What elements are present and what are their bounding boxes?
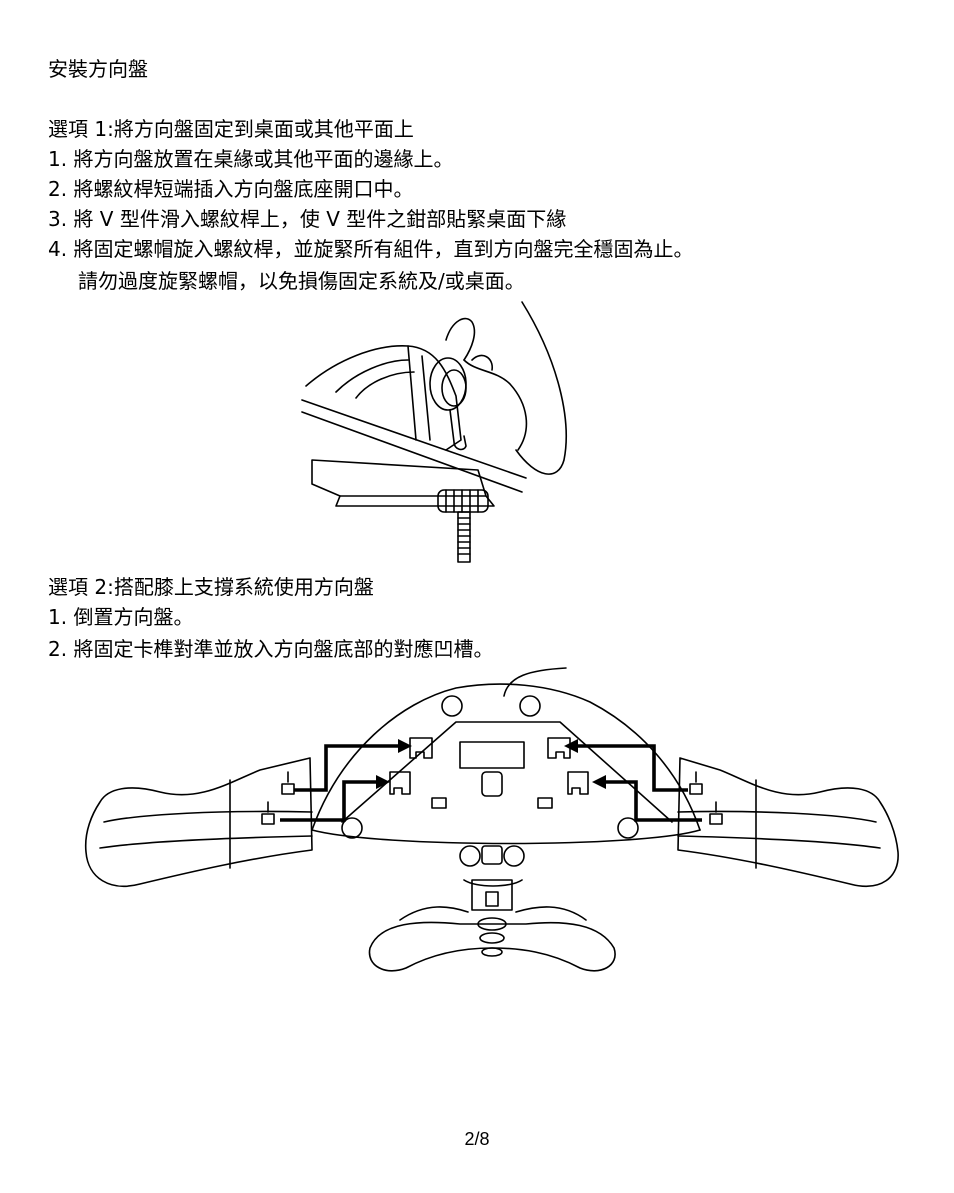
option2-step-1: 1. 倒置方向盤。 bbox=[48, 605, 194, 629]
option2-title: 選項 2:搭配膝上支撐系統使用方向盤 bbox=[48, 575, 374, 599]
option1-step-1: 1. 將方向盤放置在桌緣或其他平面的邊緣上。 bbox=[48, 147, 454, 171]
option1-step-2: 2. 將螺紋桿短端插入方向盤底座開口中。 bbox=[48, 177, 414, 201]
page-heading: 安裝方向盤 bbox=[48, 57, 148, 81]
page-number: 2/8 bbox=[464, 1129, 490, 1149]
option1-warning-note: 請勿過度旋緊螺帽，以免損傷固定系統及/或桌面。 bbox=[78, 269, 525, 293]
option1-step-4: 4. 將固定螺帽旋入螺紋桿，並旋緊所有組件，直到方向盤完全穩固為止。 bbox=[48, 237, 694, 261]
option1-step-3: 3. 將 V 型件滑入螺紋桿上，使 V 型件之鉗部貼緊桌面下緣 bbox=[48, 207, 567, 231]
option2-step-2: 2. 將固定卡榫對準並放入方向盤底部的對應凹槽。 bbox=[48, 637, 494, 661]
option1-title: 選項 1:將方向盤固定到桌面或其他平面上 bbox=[48, 117, 414, 141]
lap-support-illustration bbox=[84, 667, 899, 972]
table-clamp-illustration bbox=[301, 301, 567, 563]
